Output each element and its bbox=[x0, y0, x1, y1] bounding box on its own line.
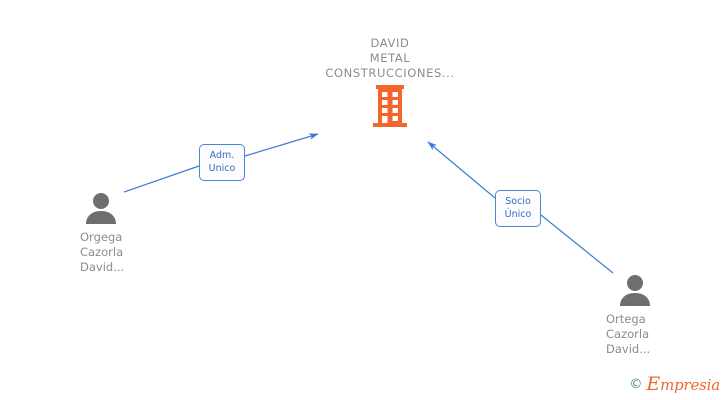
person-node-right[interactable]: Ortega Cazorla David... bbox=[594, 274, 684, 357]
building-icon[interactable] bbox=[372, 85, 408, 127]
edge-line-adm-unico-arrow bbox=[244, 133, 319, 157]
relation-label-adm-unico[interactable]: Adm. Unico bbox=[199, 144, 245, 181]
person-name-label: Ortega Cazorla David... bbox=[606, 312, 651, 356]
watermark: © Empresia bbox=[629, 375, 720, 394]
copyright-icon: © bbox=[629, 377, 643, 392]
company-name-label: DAVID METAL CONSTRUCCIONES... bbox=[325, 36, 455, 80]
person-node-left[interactable]: Orgega Cazorla David... bbox=[64, 192, 154, 275]
person-icon[interactable] bbox=[616, 274, 654, 306]
company-node[interactable]: DAVID METAL CONSTRUCCIONES... bbox=[300, 36, 480, 127]
relation-label-socio-unico[interactable]: Socio Único bbox=[495, 190, 541, 227]
edge-line-socio-unico-arrow bbox=[427, 141, 496, 199]
edge-line-socio-unico bbox=[540, 214, 614, 274]
brand-rest: mpresia bbox=[660, 376, 720, 394]
person-icon[interactable] bbox=[82, 192, 120, 224]
brand-initial: E bbox=[646, 373, 661, 395]
person-name-label: Orgega Cazorla David... bbox=[80, 230, 125, 274]
brand-logo: Empresia bbox=[646, 375, 720, 394]
edge-line-adm-unico bbox=[123, 165, 200, 193]
